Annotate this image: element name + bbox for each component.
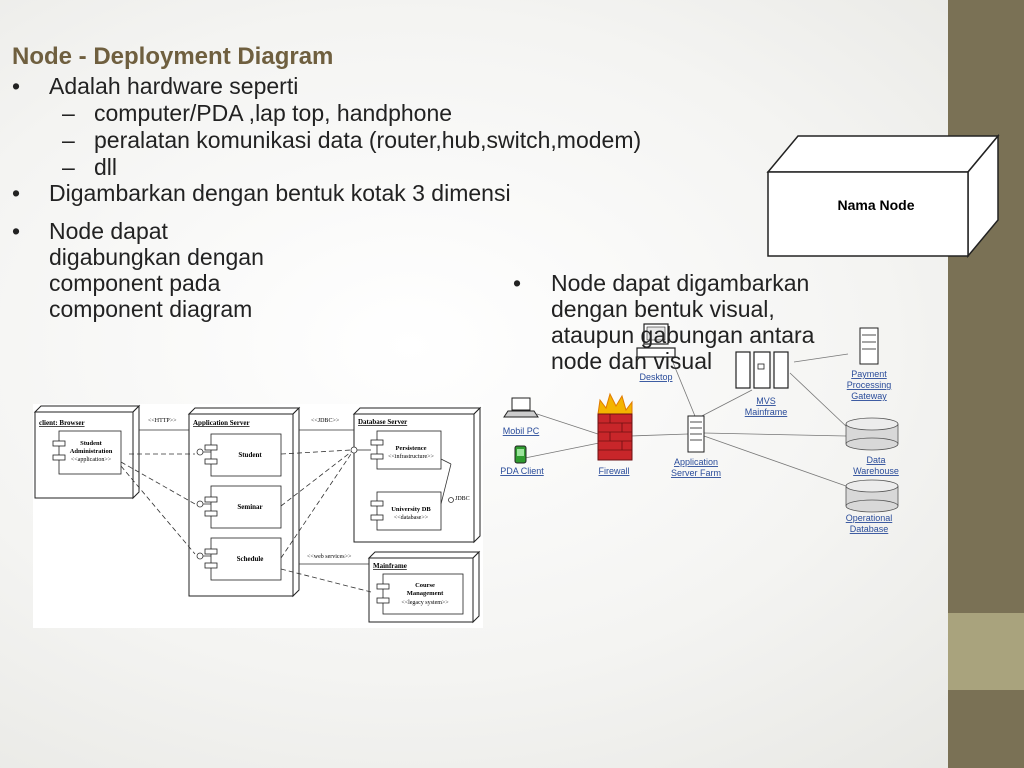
component-schedule: Schedule xyxy=(237,555,264,563)
label-firewall: Firewall xyxy=(598,466,629,476)
laptop-icon xyxy=(503,397,539,418)
node-title: Mainframe xyxy=(373,562,407,570)
component-stereotype: <<database>> xyxy=(394,515,429,521)
side-bar-accent xyxy=(948,613,1024,690)
label-jdbc-side: JDBC xyxy=(455,496,470,502)
node-box-label: Nama Node xyxy=(837,197,914,213)
label-mvs: MVS xyxy=(756,396,776,406)
component-label: Administration xyxy=(70,448,113,455)
subbullet-network-devices: peralatan komunikasi data (router,hub,sw… xyxy=(94,127,642,153)
component-box xyxy=(58,430,122,475)
network-deployment-diagram: Desktop Mobil PC PDA Client Firewall App… xyxy=(500,323,899,534)
box-front-face xyxy=(767,171,969,257)
bullet-marker: • xyxy=(12,73,21,99)
node-3d-box: Nama Node xyxy=(766,133,1000,259)
node-database-server: Database Server Persistence <<infrastruc… xyxy=(352,406,482,544)
dash-marker: – xyxy=(62,100,75,126)
text-line: digabungkan dengan xyxy=(49,244,264,270)
database-cylinder-icon xyxy=(845,417,899,451)
label-app-server: Application xyxy=(674,457,718,467)
subbullet-dll: dll xyxy=(94,154,118,180)
component-stereotype: <<infrastructure>> xyxy=(388,453,434,460)
label-payment: Processing xyxy=(847,380,892,390)
node-mainframe: Mainframe Course Management <<legacy sys… xyxy=(367,550,481,624)
label-mobil-pc: Mobil PC xyxy=(503,426,540,436)
label-operational-db: Operational xyxy=(846,513,893,523)
database-cylinder-icon xyxy=(845,479,899,513)
component-seminar: Seminar xyxy=(237,503,262,511)
desktop-icon xyxy=(636,323,676,358)
node-title: client: Browser xyxy=(39,419,85,427)
network-links xyxy=(524,353,849,487)
text-line: component pada xyxy=(49,270,221,296)
label-web-services: <<web services>> xyxy=(307,554,352,560)
text-line: dengan bentuk visual, xyxy=(551,296,775,322)
gateway-server-icon xyxy=(859,327,879,365)
label-app-server: Server Farm xyxy=(671,468,721,478)
bullet-3d-box: Digambarkan dengan bentuk kotak 3 dimens… xyxy=(49,180,511,206)
bullet-marker: • xyxy=(12,180,21,206)
text-line: component diagram xyxy=(49,296,253,322)
component-label: Student xyxy=(80,440,103,447)
component-stereotype: <<application>> xyxy=(71,457,112,463)
text-line: Node dapat xyxy=(49,218,168,244)
text-line: node dan visual xyxy=(551,348,713,374)
text-line: ataupun gabungan antara xyxy=(551,322,815,348)
label-http: <<HTTP>> xyxy=(148,418,177,424)
mainframe-icon xyxy=(735,351,789,389)
label-payment: Gateway xyxy=(851,391,887,401)
label-desktop: Desktop xyxy=(639,372,672,382)
label-data-warehouse: Data xyxy=(866,455,885,465)
uml-connectors xyxy=(120,429,454,593)
bullet-marker: • xyxy=(513,270,522,296)
firewall-icon xyxy=(597,392,633,461)
node-application-server: Application Server Student Seminar Sched… xyxy=(187,406,301,598)
dash-marker: – xyxy=(62,154,75,180)
component-stereotype: <<legacy system>> xyxy=(401,600,449,606)
node-title: Application Server xyxy=(193,419,250,427)
node-title: Database Server xyxy=(358,418,407,426)
label-payment: Payment xyxy=(851,369,887,379)
node-client-browser: client: Browser Student Administration <… xyxy=(33,404,141,500)
dash-marker: – xyxy=(62,127,75,153)
label-jdbc: <<JDBC>> xyxy=(311,418,340,424)
label-mvs: Mainframe xyxy=(745,407,788,417)
label-pda-client: PDA Client xyxy=(500,466,544,476)
component-university-db: University DB xyxy=(391,506,431,513)
bullet-visual-node: Node dapat digambarkan dengan bentuk vis… xyxy=(551,270,814,374)
component-course: Management xyxy=(407,590,444,597)
label-operational-db: Database xyxy=(850,524,889,534)
bullet-combine-component: Node dapat digabungkan dengan component … xyxy=(49,218,264,322)
bullet-hardware: Adalah hardware seperti xyxy=(49,73,299,99)
box-top-face xyxy=(766,135,1000,173)
pda-icon xyxy=(514,445,527,464)
component-student: Student xyxy=(238,451,262,459)
component-persistence: Persistence xyxy=(395,445,426,452)
label-data-warehouse: Warehouse xyxy=(853,466,899,476)
bullet-marker: • xyxy=(12,218,21,244)
text-line: Node dapat digambarkan xyxy=(551,270,810,296)
subbullet-devices: computer/PDA ,lap top, handphone xyxy=(94,100,453,126)
server-farm-icon xyxy=(687,415,705,453)
uml-deployment-diagram: client: Browser Student Administration <… xyxy=(33,404,483,628)
slide-title: Node - Deployment Diagram xyxy=(12,43,334,70)
component-course: Course xyxy=(415,582,435,589)
